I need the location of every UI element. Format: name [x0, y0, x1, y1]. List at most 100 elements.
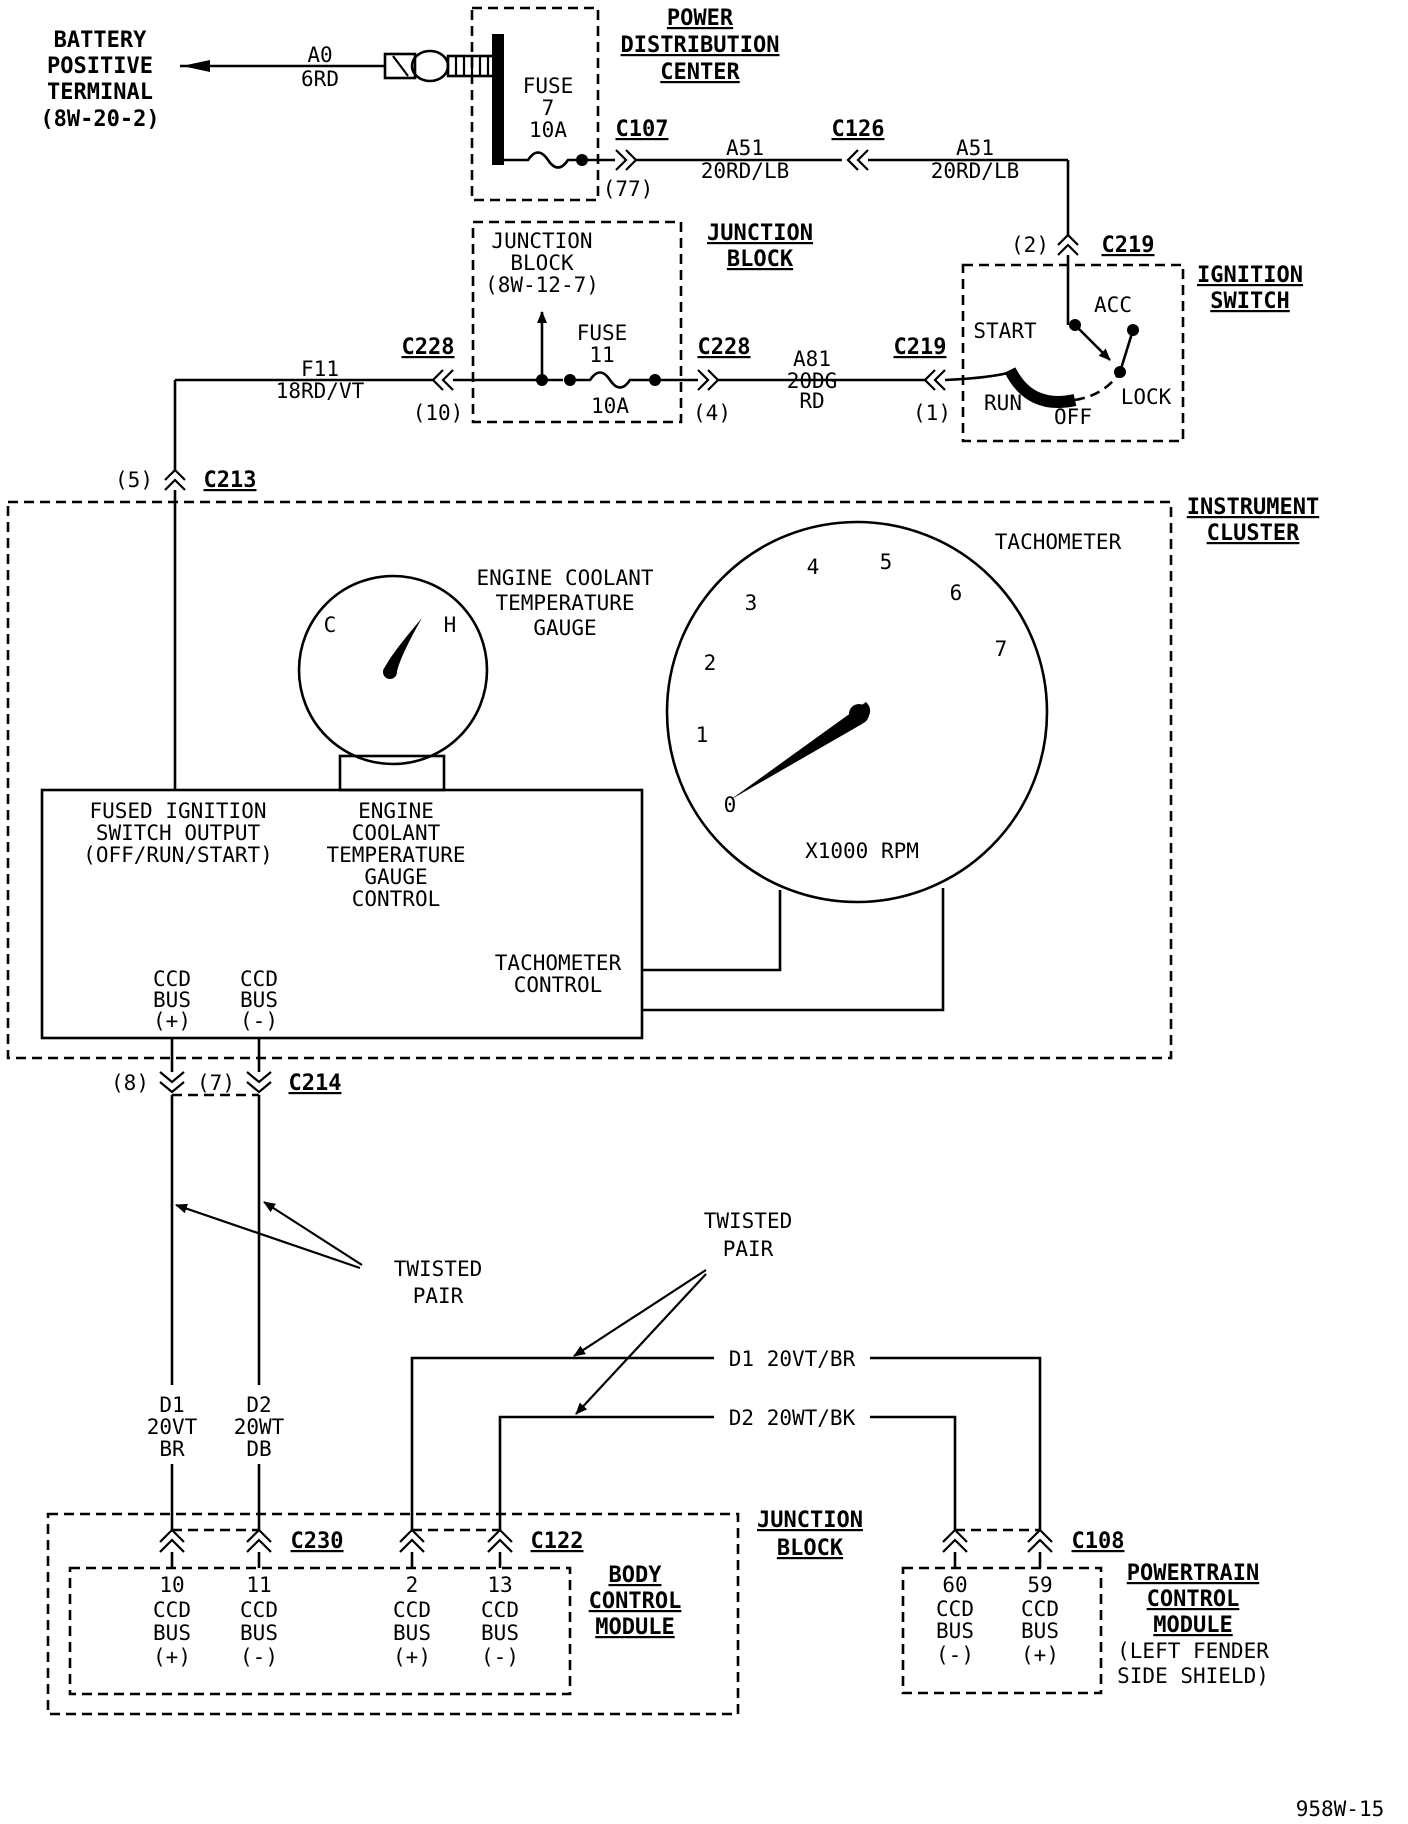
bcm-pin-13: 13 CCD BUS (-)	[481, 1573, 519, 1669]
pcm-title: POWERTRAIN CONTROL MODULE (LEFT FENDER S…	[1117, 1561, 1269, 1688]
svg-text:(-): (-)	[240, 1645, 278, 1669]
ignition-run: RUN	[984, 391, 1022, 415]
c214-label: C214	[289, 1071, 342, 1096]
svg-text:(-): (-)	[481, 1645, 519, 1669]
tach-rpm-label: X1000 RPM	[805, 839, 919, 863]
ect-control-1: ENGINE	[358, 799, 434, 823]
coolant-temperature-gauge: C H	[297, 574, 489, 792]
junction-block-bottom-box	[46, 1512, 740, 1716]
c219-mid-label: C219	[894, 335, 947, 360]
bcm-title: BODY CONTROL MODULE	[589, 1563, 682, 1640]
tach-control-2: CONTROL	[514, 973, 603, 997]
svg-text:CCD: CCD	[240, 1598, 278, 1622]
twisted-pair-left-arrow-2	[263, 1201, 363, 1266]
d2-left-color-2: DB	[246, 1437, 271, 1461]
c219-top-label: C219	[1102, 233, 1155, 258]
svg-text:CCD: CCD	[393, 1598, 431, 1622]
svg-text:SWITCH: SWITCH	[1210, 289, 1289, 314]
svg-text:60: 60	[942, 1573, 967, 1597]
figure-id: 958W-15	[1296, 1797, 1385, 1821]
ignition-start-run-arc	[1004, 367, 1077, 408]
c126-label: C126	[832, 117, 885, 142]
junction-block-bottom-title: JUNCTION BLOCK	[757, 1508, 863, 1561]
ccd-plus-1: CCD	[153, 967, 191, 991]
f11-color: 18RD/VT	[276, 379, 365, 403]
c228-right-connector	[697, 369, 720, 391]
d2-left-color-1: 20WT	[234, 1415, 285, 1439]
ect-control-2: COOLANT	[352, 821, 441, 845]
c107-label: C107	[616, 117, 669, 142]
coolant-gauge-label-3: GAUGE	[533, 616, 596, 640]
ring-terminal-icon	[383, 49, 498, 83]
d1-left-color-1: 20VT	[147, 1415, 198, 1439]
c213-connector	[164, 468, 186, 491]
svg-text:BUS: BUS	[393, 1621, 431, 1645]
pcm-pin-60: 60 CCD BUS (-)	[936, 1573, 974, 1667]
c107-pin: (77)	[603, 177, 654, 201]
fused-ignition-2: SWITCH OUTPUT	[96, 821, 261, 845]
ignition-switch-title: IGNITION SWITCH	[1197, 263, 1303, 314]
tach-num-1: 1	[696, 723, 709, 747]
pdc-title: POWER DISTRIBUTION CENTER	[621, 6, 780, 85]
tach-num-0: 0	[724, 793, 737, 817]
bcm-pin-11: 11 CCD BUS (-)	[240, 1573, 278, 1669]
svg-text:BLOCK: BLOCK	[777, 1536, 844, 1561]
c126-connector	[846, 149, 869, 171]
d2-right-label: D2 20WT/BK	[729, 1406, 856, 1430]
twisted-pair-left-1: TWISTED	[394, 1257, 483, 1281]
ignition-lock: LOCK	[1121, 385, 1172, 409]
c122-left-connector	[399, 1528, 425, 1553]
ignition-wiper	[1074, 324, 1111, 361]
c122-label: C122	[531, 1529, 584, 1554]
pdc-box	[470, 6, 600, 202]
a81-color1: 20DG	[787, 369, 838, 393]
tachometer-dial: 0 1 2 3 4 5 6 7 X1000 RPM	[665, 520, 1049, 904]
ignition-off: OFF	[1054, 405, 1092, 429]
d1-right-wire-left	[410, 1356, 714, 1530]
ignition-start: START	[973, 319, 1037, 343]
coolant-gauge-label-2: TEMPERATURE	[495, 591, 634, 615]
battery-label-2: POSITIVE	[47, 54, 153, 79]
battery-label-1: BATTERY	[54, 28, 147, 53]
svg-text:CONTROL: CONTROL	[589, 1589, 682, 1614]
svg-text:BUS: BUS	[153, 1621, 191, 1645]
a51-left-color: 20RD/LB	[701, 159, 790, 183]
ect-control-5: CONTROL	[352, 887, 441, 911]
bcm-pin-2: 2 CCD BUS (+)	[393, 1573, 431, 1669]
a0-wire-label: A0	[307, 43, 332, 67]
svg-text:JUNCTION: JUNCTION	[707, 221, 813, 246]
junction-inner-3: (8W-12-7)	[485, 273, 599, 297]
twisted-pair-right-2: PAIR	[723, 1237, 774, 1261]
ignition-acc: ACC	[1094, 293, 1132, 317]
c219-mid-connector	[923, 369, 946, 391]
ignition-switch-box	[961, 263, 1185, 443]
c214-left-connector	[159, 1071, 185, 1094]
f11-wire: F11	[301, 357, 339, 381]
tach-num-2: 2	[704, 651, 717, 675]
ccd-plus-3: (+)	[153, 1009, 191, 1033]
svg-text:CENTER: CENTER	[660, 60, 740, 85]
c214-pin-8: (8)	[111, 1071, 149, 1095]
svg-text:CCD: CCD	[481, 1598, 519, 1622]
c219-top-connector	[1057, 233, 1079, 256]
svg-text:BLOCK: BLOCK	[727, 247, 794, 272]
svg-text:IGNITION: IGNITION	[1197, 263, 1303, 288]
svg-text:CCD: CCD	[153, 1598, 191, 1622]
c108-label: C108	[1072, 1529, 1125, 1554]
junction-inner-1: JUNCTION	[491, 229, 592, 253]
junction-inner-2: BLOCK	[510, 251, 574, 275]
c213-label: C213	[204, 468, 257, 493]
d1-left-wire-label: D1	[159, 1393, 184, 1417]
battery-label-3: TERMINAL	[47, 80, 153, 105]
gauge-h-mark: H	[444, 613, 457, 637]
c107-connector	[615, 149, 638, 171]
pdc-fuse-label: FUSE	[523, 74, 574, 98]
twisted-pair-left-2: PAIR	[413, 1284, 464, 1308]
c230-left-connector	[159, 1528, 185, 1553]
c108-right-connector	[1027, 1528, 1053, 1553]
svg-text:MODULE: MODULE	[595, 1615, 674, 1640]
c228-right-label: C228	[698, 335, 751, 360]
tach-control-1: TACHOMETER	[495, 951, 622, 975]
twisted-pair-right-arrow-1	[573, 1269, 707, 1357]
cluster-control-box	[40, 788, 644, 1040]
